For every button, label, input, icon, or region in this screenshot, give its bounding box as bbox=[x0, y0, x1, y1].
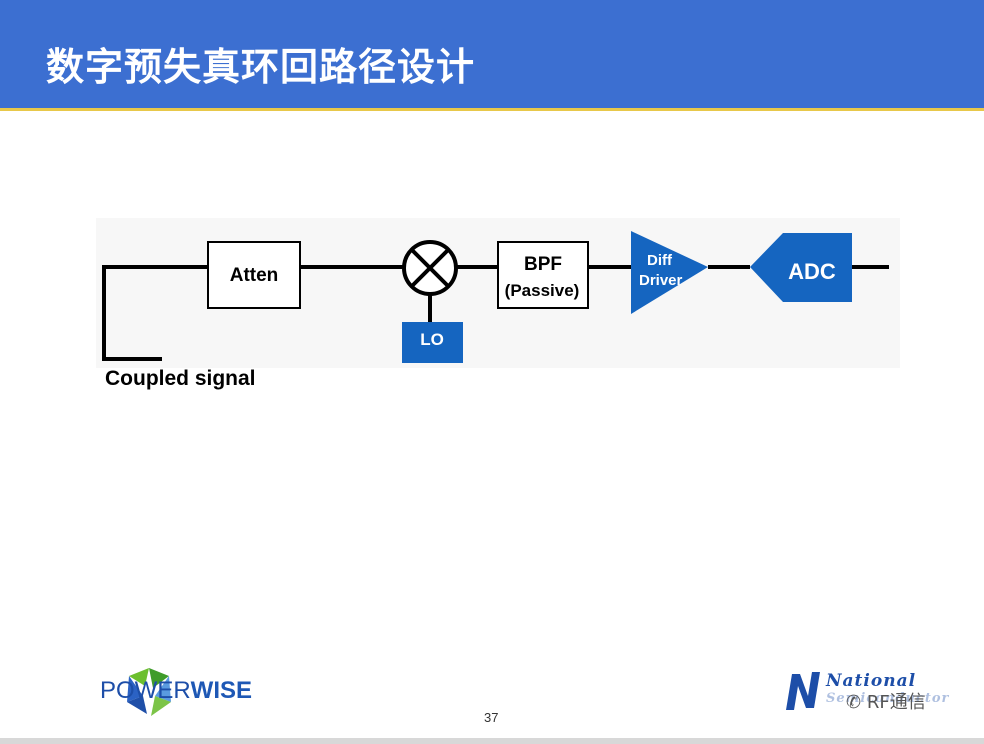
adc-block bbox=[750, 233, 852, 302]
adc-label: ADC bbox=[788, 259, 836, 284]
bpf-block bbox=[497, 241, 589, 309]
diff-driver-amplifier bbox=[631, 231, 708, 314]
page-number: 37 bbox=[484, 710, 499, 725]
bpf-sublabel: (Passive) bbox=[505, 281, 580, 300]
coupled-signal-label: Coupled signal bbox=[105, 367, 256, 390]
lo-label: LO bbox=[420, 330, 444, 349]
footer-divider bbox=[0, 738, 984, 744]
wechat-icon: ✆ bbox=[846, 692, 862, 713]
national-semiconductor-wordmark: National Semiconductor bbox=[826, 672, 949, 708]
national-semiconductor-logo-icon bbox=[786, 672, 820, 710]
ns-wordmark-line1: National bbox=[826, 671, 917, 691]
diff-driver-label: Diff bbox=[647, 252, 673, 269]
wechat-watermark: ✆ RF通信 bbox=[846, 688, 926, 714]
ns-wordmark-line2: Semiconductor bbox=[826, 691, 950, 706]
watermark-text: RF通信 bbox=[866, 692, 926, 713]
slide-title: 数字预失真环回路径设计 bbox=[46, 45, 476, 89]
bpf-label: BPF bbox=[524, 254, 562, 275]
atten-block bbox=[207, 241, 301, 309]
atten-label: Atten bbox=[230, 265, 279, 286]
slide-header: 数字预失真环回路径设计 bbox=[0, 0, 984, 111]
diff-driver-sublabel: Driver bbox=[639, 272, 683, 289]
powerwise-wordmark: POWERWISE bbox=[100, 677, 252, 705]
powerwise-wordmark-prefix: POWER bbox=[100, 677, 191, 704]
lo-block bbox=[402, 322, 463, 363]
powerwise-logo-icon bbox=[127, 668, 171, 716]
powerwise-wordmark-strong: WISE bbox=[190, 677, 253, 704]
mixer-symbol bbox=[402, 240, 458, 296]
coupled-input-wire bbox=[102, 265, 208, 361]
